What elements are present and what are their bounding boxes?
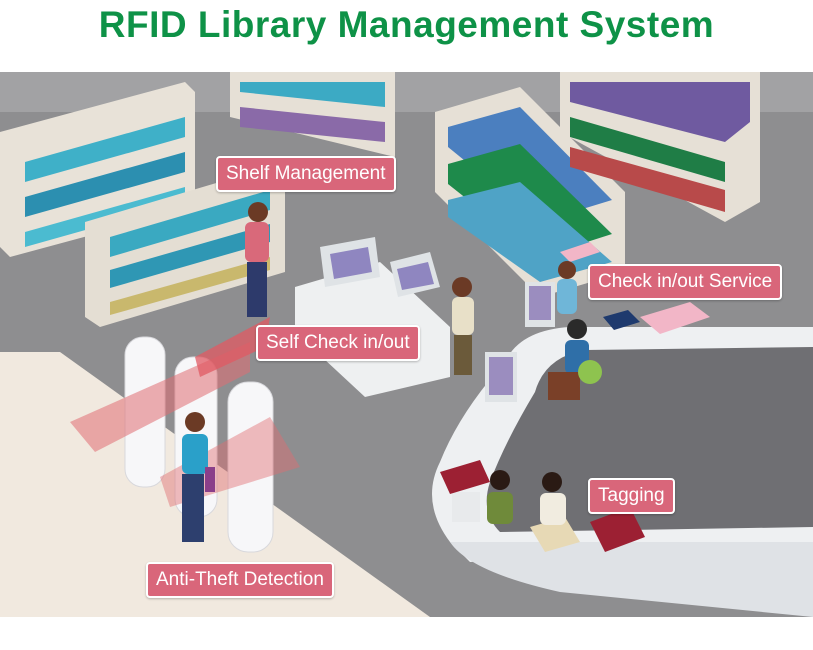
label-self-check: Self Check in/out: [256, 325, 420, 361]
tagging-staff-figure: [487, 470, 566, 525]
staff-figure: [548, 319, 602, 400]
staff-figure: [557, 261, 577, 314]
label-check-service: Check in/out Service: [588, 264, 783, 300]
library-illustration: [0, 72, 813, 617]
page-title: RFID Library Management System: [98, 4, 715, 45]
bookshelf: [560, 72, 760, 222]
label-tagging: Tagging: [588, 478, 675, 514]
security-gates: [70, 317, 300, 553]
bookshelf: [435, 87, 625, 297]
bookshelf: [85, 167, 285, 327]
book-stacks: [440, 242, 710, 552]
bookshelf: [230, 72, 395, 157]
librarian-figure: [245, 202, 269, 317]
label-shelf-management: Shelf Management: [216, 156, 396, 192]
patron-figure: [452, 277, 474, 375]
visitor-figure: [182, 412, 215, 542]
label-anti-theft: Anti-Theft Detection: [146, 562, 334, 598]
computer-monitors: [452, 282, 555, 522]
